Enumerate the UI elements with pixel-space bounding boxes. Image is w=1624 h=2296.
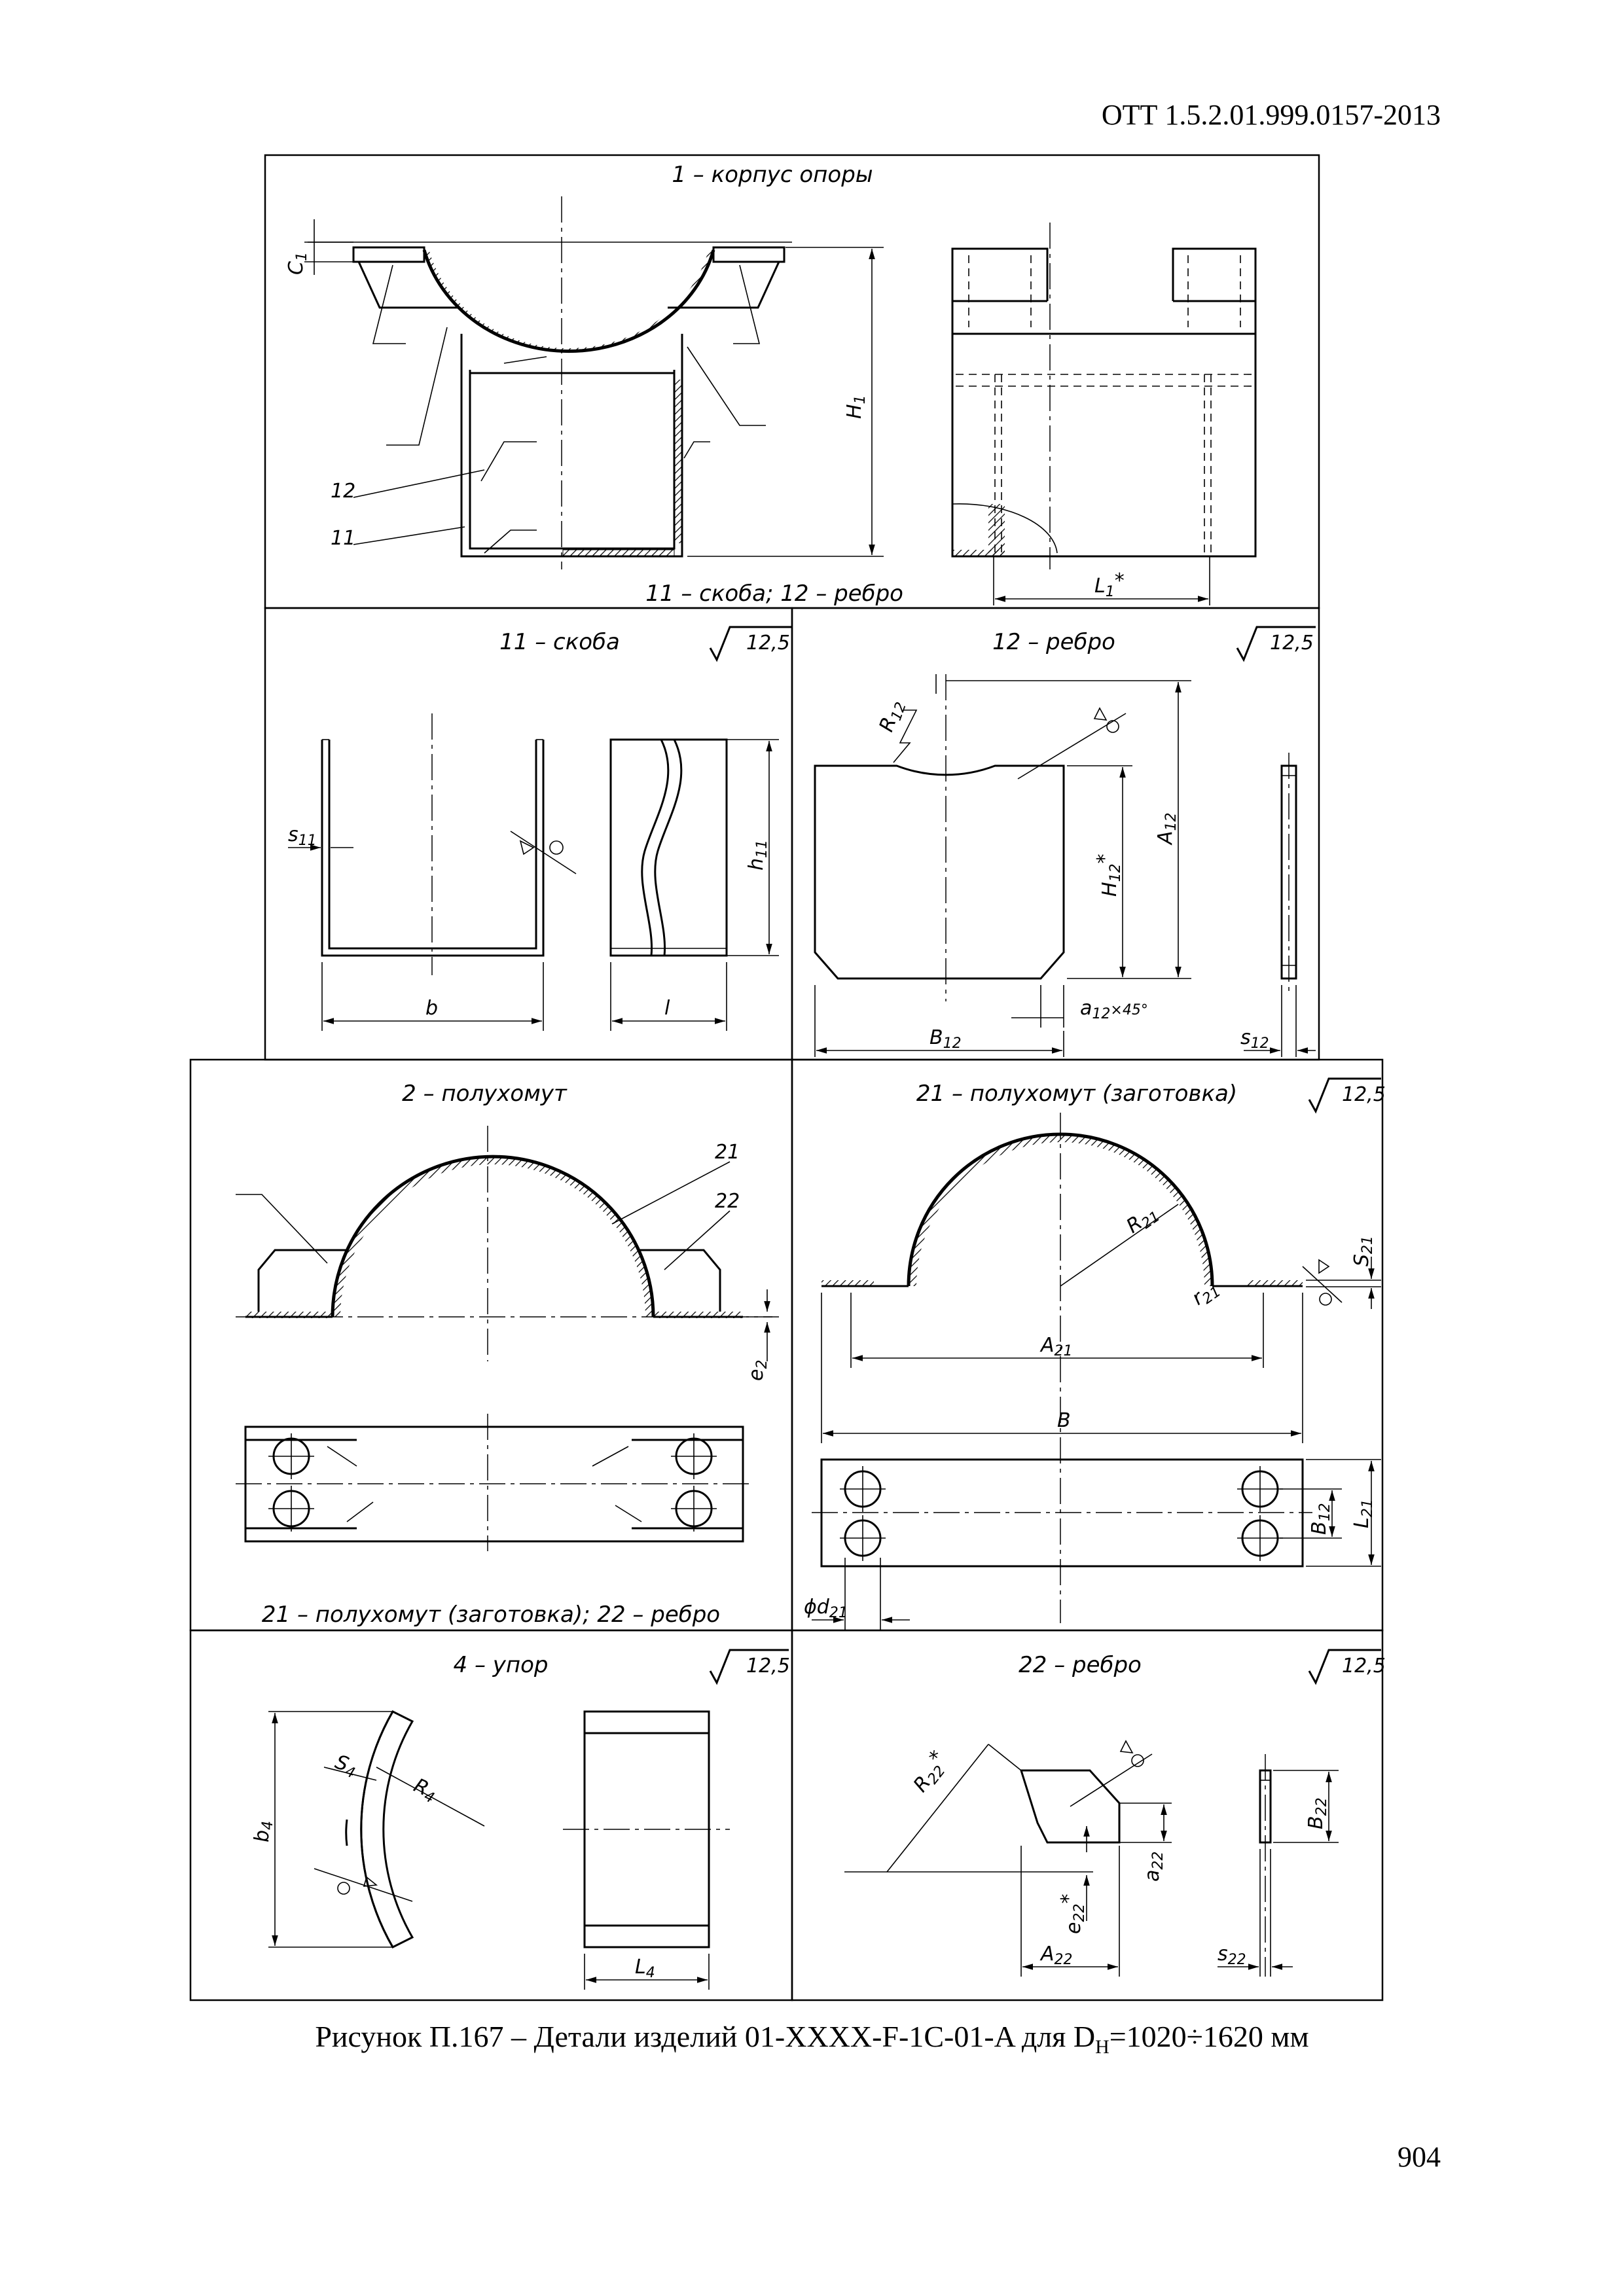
dim-r21: R21 (1123, 1201, 1163, 1240)
dim-b: b (425, 997, 438, 1020)
dim-l1: L1* (1094, 569, 1125, 600)
callout-11: 11 (331, 527, 355, 550)
roughness-mark-icon: 12,5 (709, 626, 792, 662)
dim-b22: B22 (1305, 1797, 1330, 1829)
dim-r12: R12 (875, 697, 910, 736)
panel-half-clamp-blank: 21 – полухомут (заготовка) 12,5 R21 r21 … (804, 1077, 1386, 1630)
page-number: 904 (1398, 2141, 1441, 2173)
dim-d21: ϕd21 (804, 1596, 848, 1621)
dim-h11: h11 (745, 840, 770, 870)
roughness-mark-icon: 12,5 (1308, 1649, 1386, 1685)
dim-l4: L4 (635, 1956, 655, 1981)
dim-h1: H1 (843, 395, 869, 419)
svg-text:12,5: 12,5 (1342, 1655, 1386, 1677)
panel-support-body: 1 – корпус опоры 12 11 (285, 162, 1257, 607)
roughness-mark-icon: 12,5 (1308, 1077, 1386, 1114)
dim-c1: C1 (285, 252, 310, 275)
panel-support-body-title: 1 – корпус опоры (672, 162, 873, 188)
callout-22: 22 (715, 1190, 740, 1213)
svg-text:12,5: 12,5 (1270, 632, 1314, 655)
dim-s12: s12 (1240, 1026, 1269, 1052)
dim-s22: s22 (1218, 1943, 1246, 1968)
roughness-mark-icon: 12,5 (709, 1649, 790, 1685)
weld-symbol-icon (1302, 1259, 1343, 1306)
dim-s4: S4 (331, 1751, 360, 1782)
weld-symbol-icon (314, 1868, 413, 1902)
dim-a12: A12 (1154, 812, 1180, 846)
panel-stop: 4 – упор 12,5 S4 R4 b4 L4 (251, 1649, 790, 1990)
dim-s11: s11 (288, 823, 317, 849)
svg-text:12,5: 12,5 (746, 632, 790, 655)
dim-e22: e22* (1057, 1894, 1088, 1934)
dim-h12: H12* (1093, 853, 1124, 897)
panel-frames (189, 154, 1384, 2001)
panel-half-clamp-title: 2 – полухомут (402, 1081, 568, 1107)
callout-21: 21 (715, 1141, 740, 1164)
dim-b4: b4 (251, 1821, 276, 1842)
svg-text:12,5: 12,5 (746, 1655, 790, 1677)
dim-b12: B12 (929, 1026, 962, 1052)
dim-a21: A21 (1039, 1334, 1073, 1359)
dim-r4: R4 (409, 1774, 441, 1807)
weld-symbol-icon (510, 831, 577, 874)
callout-12: 12 (331, 480, 355, 503)
dim-b21: B12 (1308, 1503, 1333, 1535)
dim-r22: R22* (905, 1746, 954, 1798)
panel-rib-22-title: 22 – ребро (1019, 1652, 1142, 1678)
panel-rib-22: 22 – ребро 12,5 R22* e22* a22 A22 B22 (844, 1649, 1386, 1977)
dim-a22: a22 (1141, 1852, 1166, 1882)
weld-symbol-icon (1017, 707, 1127, 780)
dim-l: l (664, 997, 670, 1020)
document-code: ОТТ 1.5.2.01.999.0157-2013 (1101, 99, 1441, 131)
dim-s21: S21 (1350, 1236, 1376, 1266)
dim-b-total: B (1057, 1409, 1071, 1432)
panel-half-clamp-footer: 21 – полухомут (заготовка); 22 – ребро (262, 1602, 720, 1628)
panel-stop-title: 4 – упор (454, 1652, 549, 1678)
dim-a22-big: A22 (1039, 1943, 1073, 1968)
figure-caption: Рисунок П.167 – Детали изделий 01-XXXX-F… (315, 2020, 1309, 2058)
panel-half-clamp: 2 – полухомут 21 22 e2 (236, 1081, 779, 1628)
panel-bracket: 11 – скоба 12,5 s11 b h11 (288, 626, 792, 1031)
svg-text:12,5: 12,5 (1342, 1083, 1386, 1106)
panel-half-clamp-blank-title: 21 – полухомут (заготовка) (916, 1081, 1237, 1107)
dim-e2: e2 (745, 1360, 770, 1381)
panel-rib-12-title: 12 – ребро (992, 629, 1115, 655)
panel-rib-12: 12 – ребро 12,5 R12 A12 H12* a12×45° B12 (814, 626, 1316, 1057)
dim-l21: L21 (1350, 1499, 1376, 1528)
panel-support-body-footer: 11 – скоба; 12 – ребро (645, 581, 903, 607)
roughness-mark-icon: 12,5 (1236, 626, 1316, 662)
panel-bracket-title: 11 – скоба (499, 629, 620, 655)
dim-a12-chamfer: a12×45° (1080, 997, 1148, 1022)
